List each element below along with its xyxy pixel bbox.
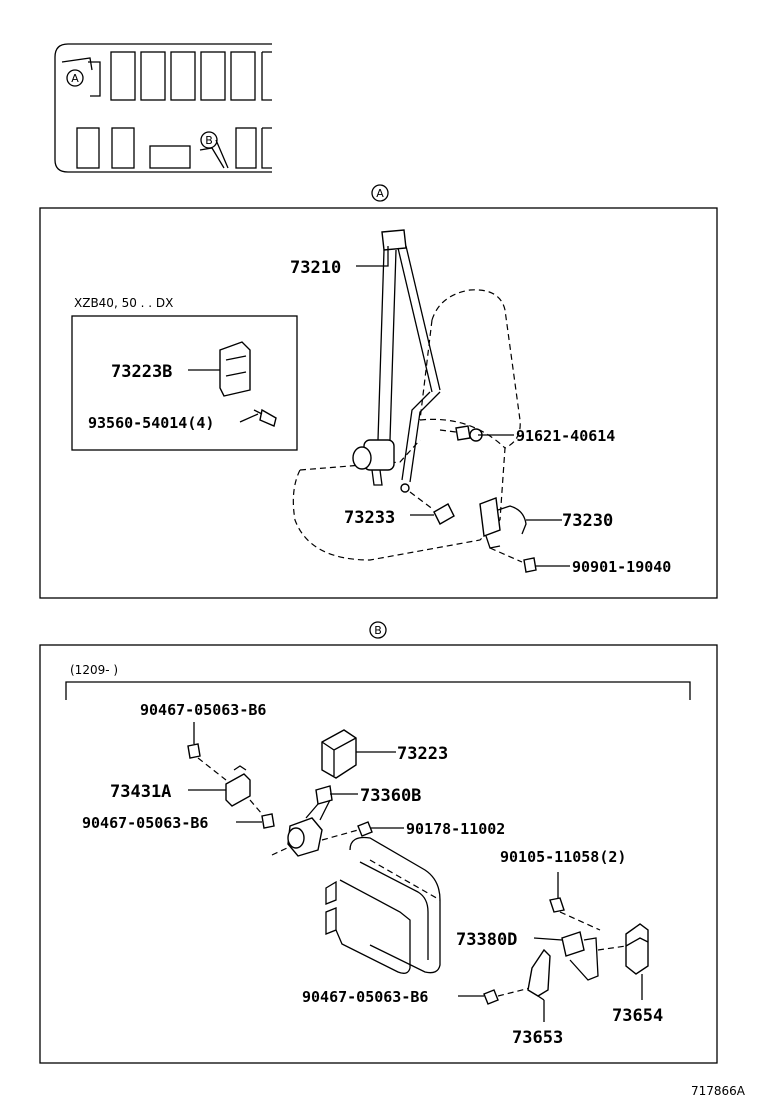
bolt-91621-drawing [439, 425, 483, 442]
label-73230: 73230 [562, 511, 613, 531]
section-b-marker: B [369, 621, 387, 639]
nut-90178-drawing [321, 821, 373, 841]
label-90901-19040: 90901-19040 [572, 558, 671, 576]
bolt-90467-bot-drawing [483, 987, 531, 1005]
section-a-marker: A [371, 184, 389, 202]
locator-marker-b: B [200, 131, 218, 149]
variant-subbox [71, 315, 298, 451]
label-73431a: 73431A [110, 782, 171, 802]
label-73380d: 73380D [456, 930, 517, 950]
label-90467-05063-b6-bot: 90467-05063-B6 [302, 988, 428, 1006]
buckle-73230-drawing [479, 497, 537, 573]
label-91621-40614: 91621-40614 [516, 427, 615, 445]
label-90178-11002: 90178-11002 [406, 820, 505, 838]
svg-text:B: B [205, 134, 213, 147]
label-90105-11058: 90105-11058(2) [500, 848, 626, 866]
bracket-73431a-drawing [225, 765, 251, 807]
front-seat-outline [292, 289, 521, 561]
label-73653: 73653 [512, 1028, 563, 1048]
label-90467-05063-b6-mid: 90467-05063-B6 [82, 814, 208, 832]
cap-73233-drawing [409, 491, 455, 525]
retractor-73360b-drawing [287, 785, 333, 857]
label-73223b: 73223B [111, 362, 172, 382]
locator-marker-a: A [66, 69, 84, 87]
drawing-id: 717866A [691, 1084, 746, 1098]
label-73223: 73223 [397, 744, 448, 764]
cover-73223-drawing [321, 729, 357, 779]
date-range-bracket [65, 681, 691, 700]
rear-seat-outline [271, 836, 441, 974]
seat-locator-map [54, 43, 272, 173]
bracket-73653-drawing [527, 948, 551, 1001]
date-note: (1209- ) [70, 663, 118, 677]
buckle-73380d-drawing [561, 931, 599, 981]
bolt-90467-top-drawing [187, 743, 227, 781]
bolt-90105-drawing [549, 897, 601, 931]
label-90467-05063-b6-top: 90467-05063-B6 [140, 701, 266, 719]
svg-text:A: A [376, 187, 384, 200]
svg-text:A: A [71, 72, 79, 85]
seat-belt-assembly-drawing [352, 229, 441, 493]
label-73360b: 73360B [360, 786, 421, 806]
cover-73654-drawing [597, 923, 649, 975]
svg-text:B: B [374, 624, 382, 637]
variant-note: XZB40, 50 . . DX [74, 296, 173, 310]
label-73654: 73654 [612, 1006, 663, 1026]
section-b-frame [39, 644, 718, 1064]
label-93560-54014: 93560-54014(4) [88, 414, 214, 432]
cover-73223b-drawing [219, 341, 277, 427]
section-a-frame [39, 207, 718, 599]
label-73210: 73210 [290, 258, 341, 278]
bolt-90467-mid-drawing [249, 799, 275, 829]
label-73233: 73233 [344, 508, 395, 528]
